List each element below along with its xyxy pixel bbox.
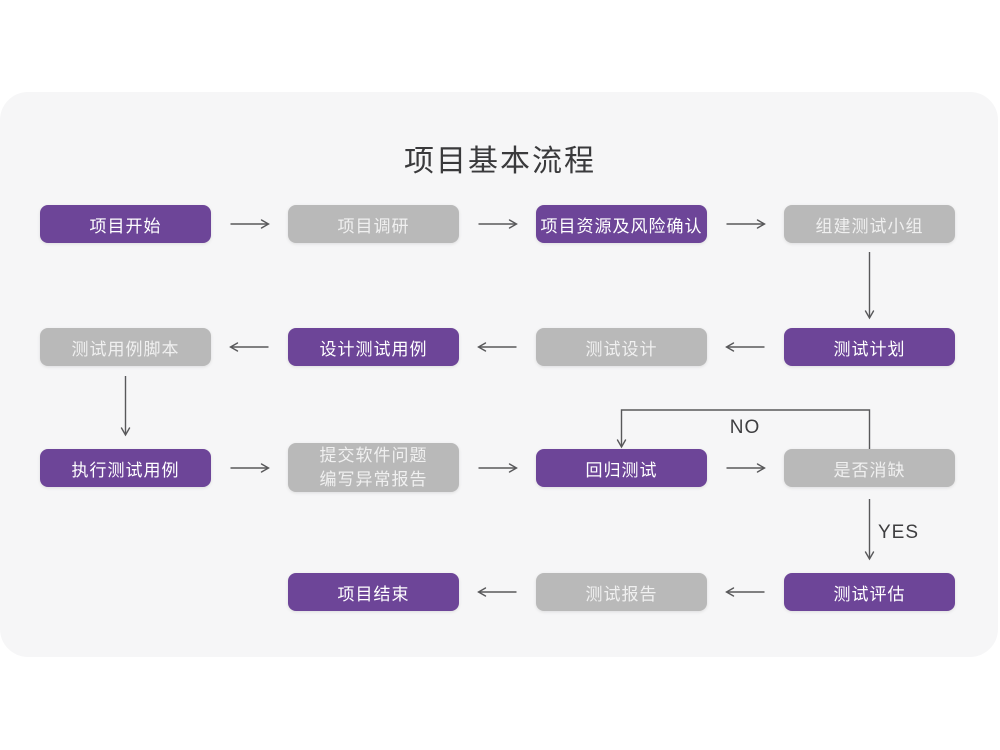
flowchart-card-background xyxy=(0,92,998,657)
node-submit-issue-report-line1: 提交软件问题 xyxy=(319,445,428,465)
node-build-test-team: 组建测试小组 xyxy=(784,205,955,243)
arrow-no-loop-decision-to-regression xyxy=(616,409,871,450)
node-execute-test-cases: 执行测试用例 xyxy=(40,449,211,487)
node-defect-cleared-decision: 是否消缺 xyxy=(784,449,955,487)
node-test-plan: 测试计划 xyxy=(784,328,955,366)
node-regression-test: 回归测试 xyxy=(536,449,707,487)
node-test-design: 测试设计 xyxy=(536,328,707,366)
node-submit-issue-report: 提交软件问题 编写异常报告 xyxy=(288,443,459,492)
node-submit-issue-report-line2: 编写异常报告 xyxy=(319,469,428,489)
node-project-end: 项目结束 xyxy=(288,573,459,611)
node-project-survey: 项目调研 xyxy=(288,205,459,243)
edge-label-no: NO xyxy=(730,417,761,438)
node-resource-risk-confirm: 项目资源及风险确认 xyxy=(536,205,707,243)
edge-label-yes: YES xyxy=(878,522,919,543)
page-title: 项目基本流程 xyxy=(404,145,596,178)
node-test-evaluation: 测试评估 xyxy=(784,573,955,611)
node-design-test-cases: 设计测试用例 xyxy=(288,328,459,366)
node-test-case-script: 测试用例脚本 xyxy=(40,328,211,366)
node-test-report: 测试报告 xyxy=(536,573,707,611)
node-project-start: 项目开始 xyxy=(40,205,211,243)
